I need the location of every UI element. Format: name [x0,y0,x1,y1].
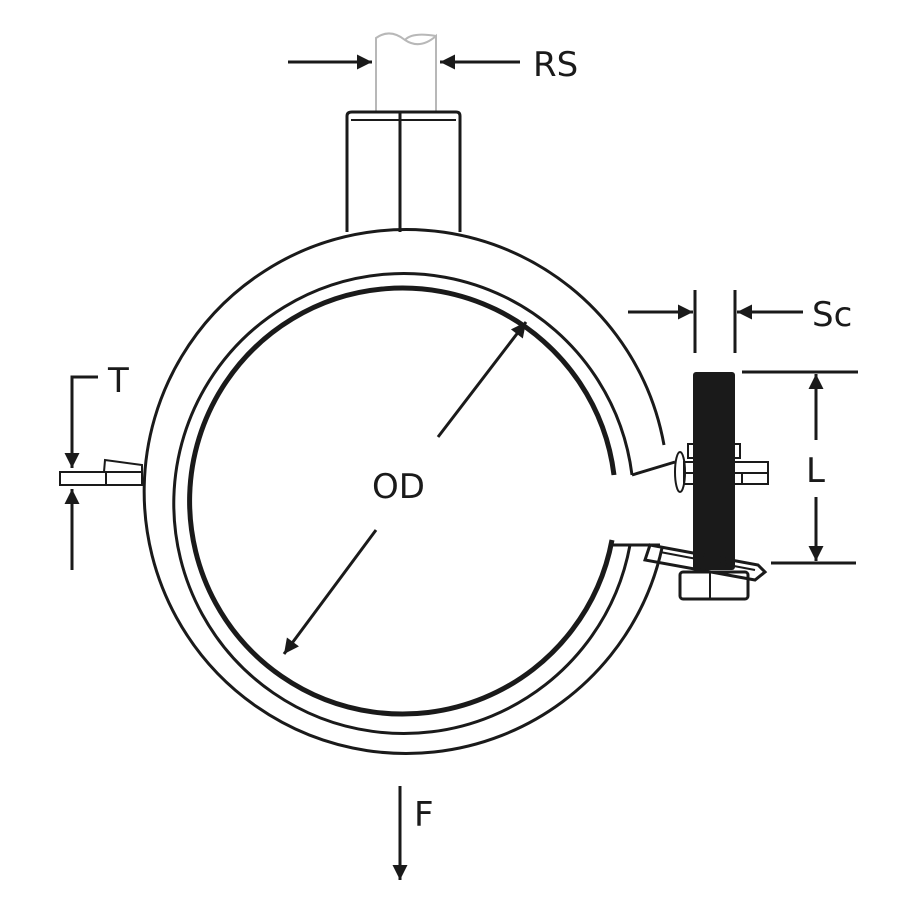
f-label: F [414,795,434,835]
sc-label: Sc [812,295,852,335]
l-dimension: L [742,370,858,565]
sc-dimension: Sc [628,290,852,353]
t-dimension: T [64,361,129,570]
side-tab [59,458,143,486]
force-arrow: F [392,786,434,880]
rs-label: RS [533,45,578,85]
od-dimension: OD [282,321,528,655]
bolt [643,372,769,601]
clamp-ring [142,228,676,755]
l-label: L [806,451,825,491]
rs-dimension: RS [288,45,578,85]
t-label: T [107,361,129,401]
od-label: OD [372,467,425,507]
threaded-rod [375,32,437,112]
hex-coupling [345,110,462,232]
